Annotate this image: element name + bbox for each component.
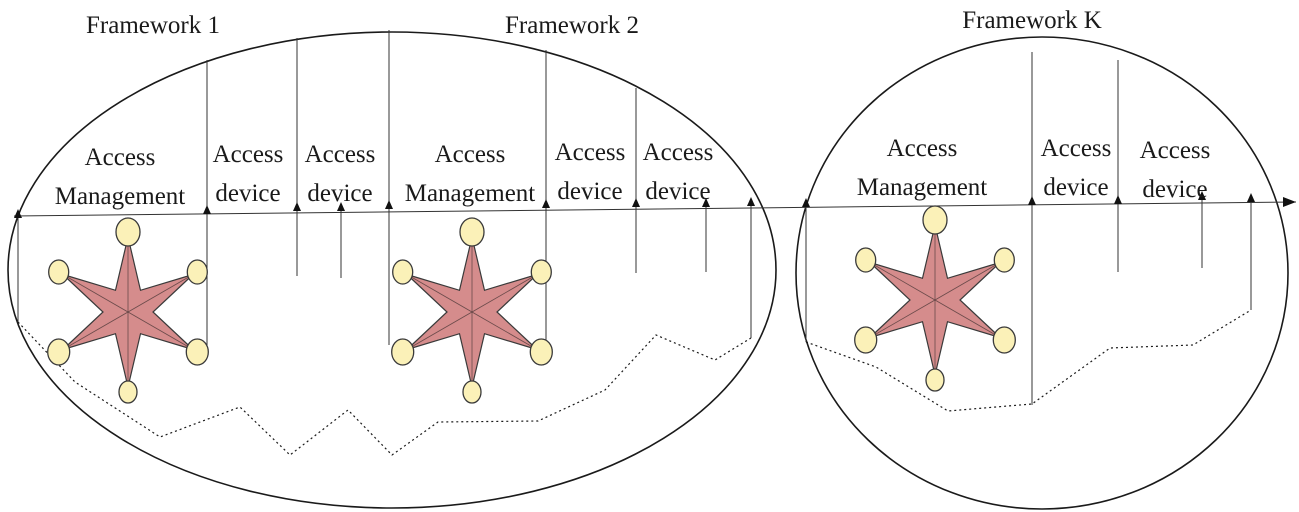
network-node (392, 259, 414, 285)
access-device-label: device (557, 178, 622, 205)
network-node (530, 259, 552, 285)
access-device-label: Access (643, 139, 714, 166)
network-node (993, 247, 1015, 273)
dotted-trend-line-k (805, 309, 1252, 412)
star-spoke (62, 311, 129, 350)
timeline-axis (13, 197, 1297, 217)
star-spoke (62, 274, 129, 313)
access-device-label: Access (213, 141, 284, 168)
star-spoke (934, 299, 1001, 338)
access-device-label: Access (555, 139, 626, 166)
network-node (462, 380, 482, 404)
network-node (391, 338, 415, 366)
framework-boundary-1-2 (7, 31, 777, 509)
star-spoke (934, 262, 1001, 301)
network-node (186, 259, 208, 285)
network-node (529, 338, 553, 366)
access-device-label: device (645, 178, 710, 205)
access-management-label: Management (857, 174, 988, 201)
access-device-label: device (307, 180, 372, 207)
star-spoke (471, 311, 538, 350)
star-spoke (406, 311, 473, 350)
framework-title-k: Framework K (962, 7, 1102, 34)
network-node (48, 259, 70, 285)
access-management-label: Management (55, 183, 186, 210)
framework-boundary-k (795, 36, 1289, 510)
star-network-icon (47, 217, 209, 404)
star-spoke (471, 274, 538, 313)
dotted-trend-line-1 (17, 321, 752, 456)
network-node (854, 326, 878, 354)
framework-title-1: Framework 1 (86, 12, 220, 39)
star-network-icon (854, 205, 1016, 392)
access-device-label: device (1142, 176, 1207, 203)
access-management-label: Access (85, 144, 156, 171)
access-device-label: Access (1041, 135, 1112, 162)
access-device-label: Access (305, 141, 376, 168)
star-network-icon (391, 217, 553, 404)
access-management-label: Access (887, 135, 958, 162)
star-spoke (406, 274, 473, 313)
network-node (925, 368, 945, 392)
access-management-label: Access (435, 141, 506, 168)
network-node (922, 205, 948, 235)
access-management-label: Management (405, 180, 536, 207)
access-device-label: Access (1140, 137, 1211, 164)
network-node (185, 338, 209, 366)
network-node (115, 217, 141, 247)
star-spoke (869, 299, 936, 338)
access-device-label: device (215, 180, 280, 207)
star-spoke (127, 274, 194, 313)
network-node (855, 247, 877, 273)
star-spoke (127, 311, 194, 350)
network-node (459, 217, 485, 247)
access-device-label: device (1043, 174, 1108, 201)
framework-title-2: Framework 2 (505, 12, 639, 39)
event-arrows (14, 191, 1255, 342)
network-node (47, 338, 71, 366)
star-spoke (869, 262, 936, 301)
network-node (118, 380, 138, 404)
network-node (992, 326, 1016, 354)
separators (206, 30, 1119, 405)
